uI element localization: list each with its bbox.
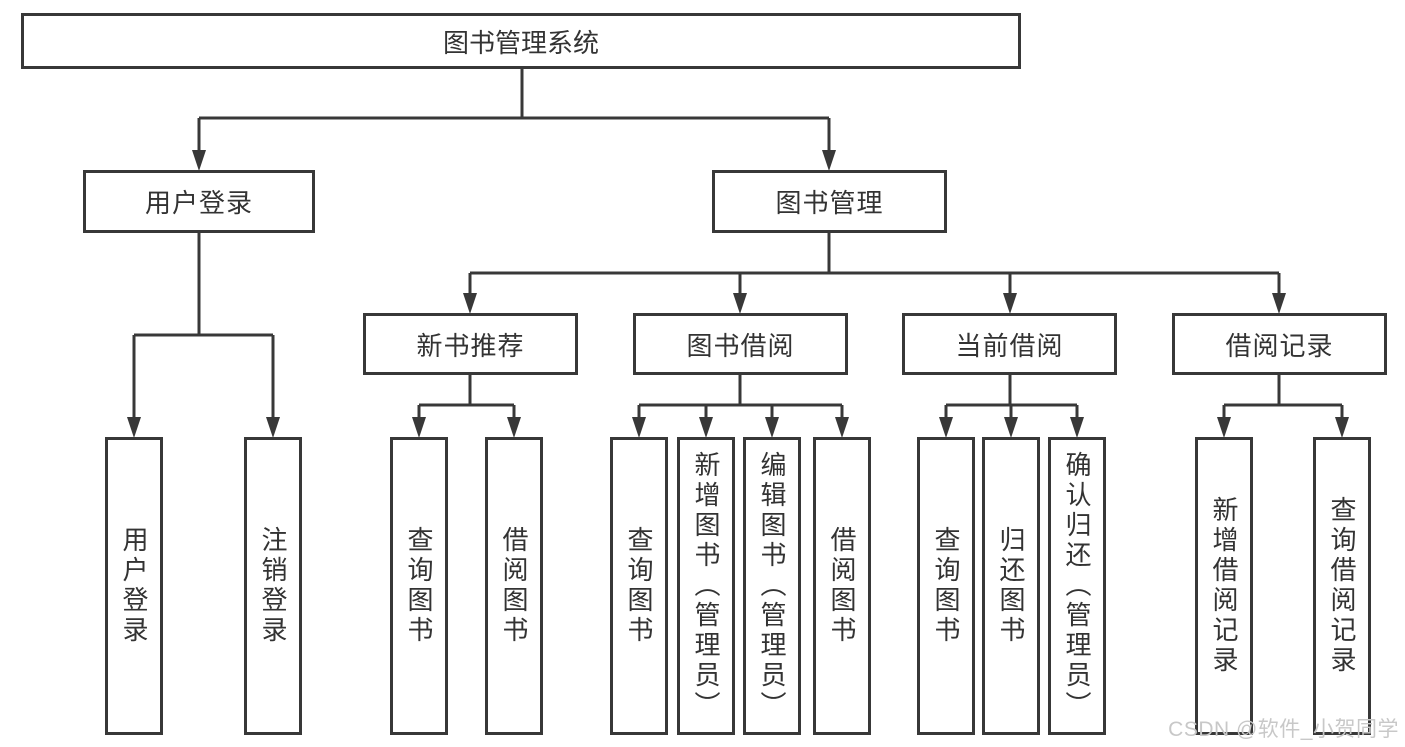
leaf-query-books-borrow: 查询图书 (610, 437, 668, 735)
leaf-label: 借阅图书 (827, 526, 857, 646)
leaf-user-login: 用户登录 (105, 437, 163, 735)
leaf-label: 注销登录 (258, 526, 288, 646)
csdn-watermark: CSDN @软件_小贺同学 (1168, 718, 1399, 741)
leaf-query-borrow-record: 查询借阅记录 (1313, 437, 1371, 735)
leaf-borrow-books: 借阅图书 (813, 437, 871, 735)
node-new-book-recommend: 新书推荐 (363, 313, 578, 375)
leaf-label: 新增借阅记录 (1209, 496, 1239, 676)
leaf-label: 新增图书（管理员） (691, 451, 721, 721)
leaf-label: 查询图书 (931, 526, 961, 646)
node-borrow-records: 借阅记录 (1172, 313, 1387, 375)
leaf-label: 归还图书 (996, 526, 1026, 646)
leaf-edit-books-admin: 编辑图书（管理员） (743, 437, 801, 735)
leaf-return-books: 归还图书 (982, 437, 1040, 735)
leaf-label: 查询图书 (624, 526, 654, 646)
leaf-label: 编辑图书（管理员） (757, 451, 787, 721)
leaf-label: 确认归还（管理员） (1062, 451, 1092, 721)
leaf-logout: 注销登录 (244, 437, 302, 735)
leaf-add-books-admin: 新增图书（管理员） (677, 437, 735, 735)
leaf-label: 查询借阅记录 (1327, 496, 1357, 676)
node-user-login: 用户登录 (83, 170, 315, 233)
node-book-borrow: 图书借阅 (633, 313, 848, 375)
leaf-query-books-recommend: 查询图书 (390, 437, 448, 735)
leaf-borrow-books-recommend: 借阅图书 (485, 437, 543, 735)
leaf-label: 查询图书 (404, 526, 434, 646)
leaf-add-borrow-record: 新增借阅记录 (1195, 437, 1253, 735)
leaf-label: 用户登录 (119, 526, 149, 646)
node-book-management: 图书管理 (712, 170, 947, 233)
node-root-library-system: 图书管理系统 (21, 13, 1021, 69)
leaf-label: 借阅图书 (499, 526, 529, 646)
leaf-query-books-current: 查询图书 (917, 437, 975, 735)
node-current-borrow: 当前借阅 (902, 313, 1117, 375)
leaf-confirm-return-admin: 确认归还（管理员） (1048, 437, 1106, 735)
